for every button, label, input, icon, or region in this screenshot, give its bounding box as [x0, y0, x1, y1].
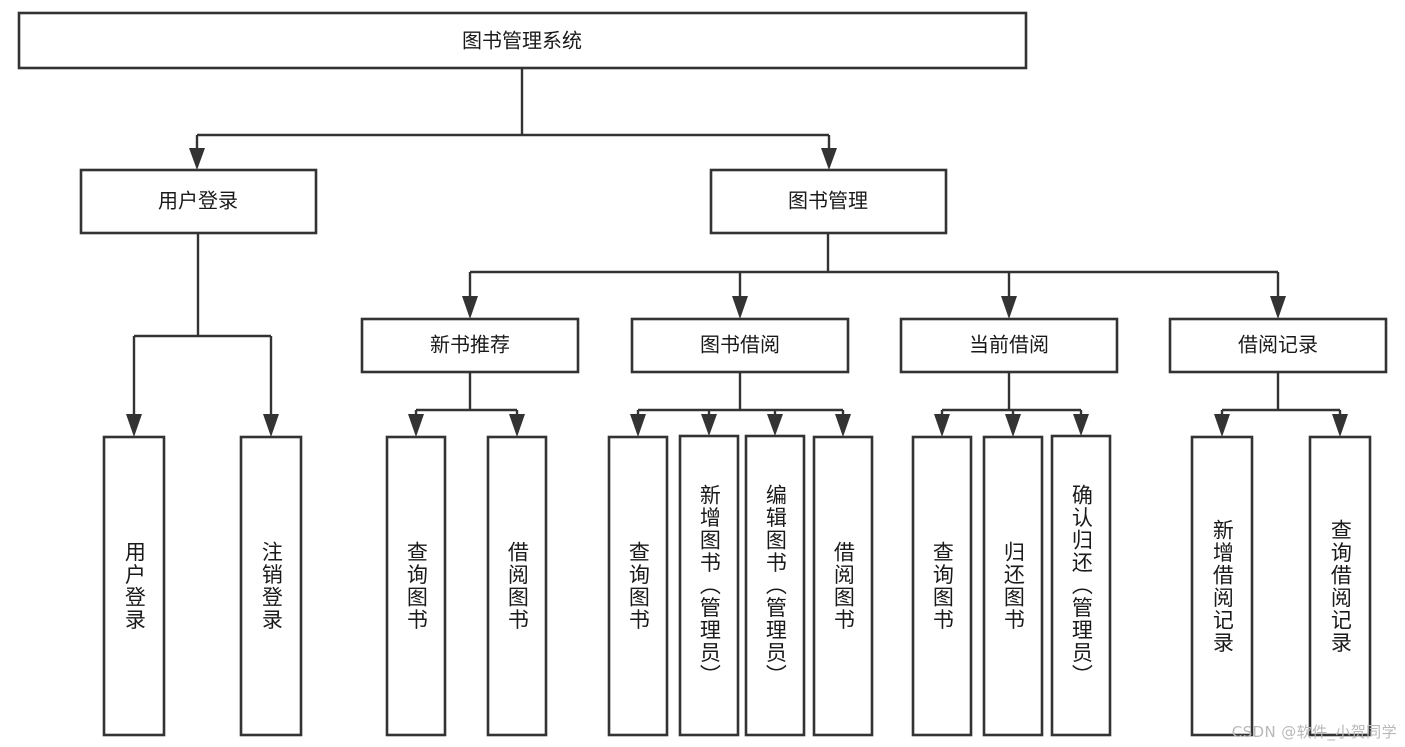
arrow-head-leaf-add-book [701, 414, 717, 436]
leaf-confirm-return-box[interactable] [1050, 434, 1112, 737]
arrow-head-leaf-add-record [1214, 414, 1230, 437]
connector-current-borrow-to-leaves [934, 372, 1089, 437]
leaf-query-book-1-box[interactable] [385, 435, 447, 737]
node-book-borrow[interactable]: 图书借阅 [630, 317, 850, 374]
book-borrow-box[interactable] [630, 317, 850, 374]
new-book-recommend-label: 新书推荐 [430, 333, 510, 357]
connector-borrow-record-to-leaves [1214, 372, 1348, 437]
node-user-login[interactable]: 用户登录 [79, 168, 318, 235]
leaf-boxes [102, 434, 1372, 737]
connector-user-login-to-leaves [126, 233, 279, 437]
root-box[interactable] [17, 11, 1028, 70]
arrow-head-leaf-query-record [1332, 414, 1348, 437]
leaf-borrow-book-1-box[interactable] [486, 435, 548, 737]
connector-book-borrow-to-leaves [630, 372, 851, 437]
connector-root-to-level2 [189, 68, 837, 170]
leaf-logout-login-box[interactable] [239, 435, 303, 737]
arrow-head-book-manage [821, 148, 837, 170]
arrow-head-leaf-return-book [1005, 414, 1021, 437]
node-book-manage[interactable]: 图书管理 [709, 168, 948, 235]
arrow-head-leaf-borrow-book-1 [509, 414, 525, 437]
leaf-add-record-box[interactable] [1190, 435, 1254, 737]
book-borrow-label: 图书借阅 [700, 333, 780, 357]
watermark-text: CSDN @软件_小贺同学 [1231, 723, 1397, 741]
arrow-head-leaf-query-book-2 [630, 414, 646, 437]
book-manage-label: 图书管理 [788, 189, 868, 213]
root-label: 图书管理系统 [462, 29, 582, 53]
arrow-head-leaf-confirm-return [1073, 414, 1089, 436]
leaf-borrow-book-2-box[interactable] [812, 435, 874, 737]
arrow-head-leaf-query-book-1 [408, 414, 424, 437]
current-borrow-label: 当前借阅 [969, 333, 1049, 357]
arrow-head-borrow-record [1270, 296, 1286, 319]
borrow-record-label: 借阅记录 [1238, 333, 1318, 357]
leaf-user-login-box[interactable] [102, 435, 166, 737]
arrow-head-current-borrow [1001, 296, 1017, 319]
arrow-head-leaf-user-login [126, 414, 142, 437]
arrow-head-leaf-logout-login [263, 414, 279, 437]
node-current-borrow[interactable]: 当前借阅 [899, 317, 1119, 374]
leaf-query-book-2-box[interactable] [607, 435, 669, 737]
book-manage-box[interactable] [709, 168, 948, 235]
leaf-return-book-box[interactable] [982, 435, 1044, 737]
node-new-book-recommend[interactable]: 新书推荐 [360, 317, 580, 374]
arrow-head-user-login [189, 148, 205, 170]
arrow-head-new-book-recommend [462, 296, 478, 319]
current-borrow-box[interactable] [899, 317, 1119, 374]
node-borrow-record[interactable]: 借阅记录 [1168, 317, 1388, 374]
arrow-head-leaf-edit-book [767, 414, 783, 436]
leaf-query-book-3-box[interactable] [911, 435, 973, 737]
borrow-record-box[interactable] [1168, 317, 1388, 374]
arrow-head-leaf-borrow-book-2 [835, 414, 851, 437]
node-root[interactable]: 图书管理系统 [17, 11, 1028, 70]
arrow-head-book-borrow [732, 296, 748, 319]
arrow-head-leaf-query-book-3 [934, 414, 950, 437]
leaf-add-book-box[interactable] [678, 434, 740, 737]
leaf-edit-book-box[interactable] [744, 434, 806, 737]
user-login-label: 用户登录 [158, 189, 238, 213]
new-book-recommend-box[interactable] [360, 317, 580, 374]
connector-new-book-recommend-to-leaves [408, 372, 525, 437]
leaf-query-record-box[interactable] [1308, 435, 1372, 737]
connector-book-manage-to-level3 [462, 233, 1286, 319]
